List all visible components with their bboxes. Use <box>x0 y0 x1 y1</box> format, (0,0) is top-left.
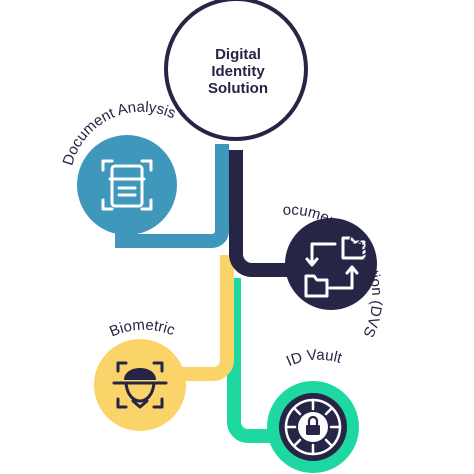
folder-sync-icon <box>304 236 366 298</box>
connector-blue <box>115 144 229 248</box>
document-analysis-circle <box>77 135 177 235</box>
center-node: Digital Identity Solution <box>164 0 308 141</box>
connector-dark <box>229 150 325 277</box>
biometric-label: Biometric <box>107 317 178 341</box>
center-circle <box>164 0 308 141</box>
node-id-vault: ID Vault <box>267 347 359 473</box>
node-document-analysis: Document Analysis <box>60 99 178 235</box>
biometric-circle <box>94 339 186 431</box>
connectors <box>115 144 325 443</box>
center-title-line-2: Identity <box>211 63 265 80</box>
node-biometric: Biometric <box>94 317 186 431</box>
center-title-line-1: Digital <box>215 46 261 63</box>
vault-lock-icon <box>279 393 347 461</box>
center-title-line-3: Solution <box>208 80 268 97</box>
document-scanner-icon <box>101 159 153 211</box>
connector-green <box>227 278 298 443</box>
connector-yellow <box>150 255 234 381</box>
face-scan-icon <box>112 361 168 409</box>
id-vault-label: ID Vault <box>284 347 345 370</box>
